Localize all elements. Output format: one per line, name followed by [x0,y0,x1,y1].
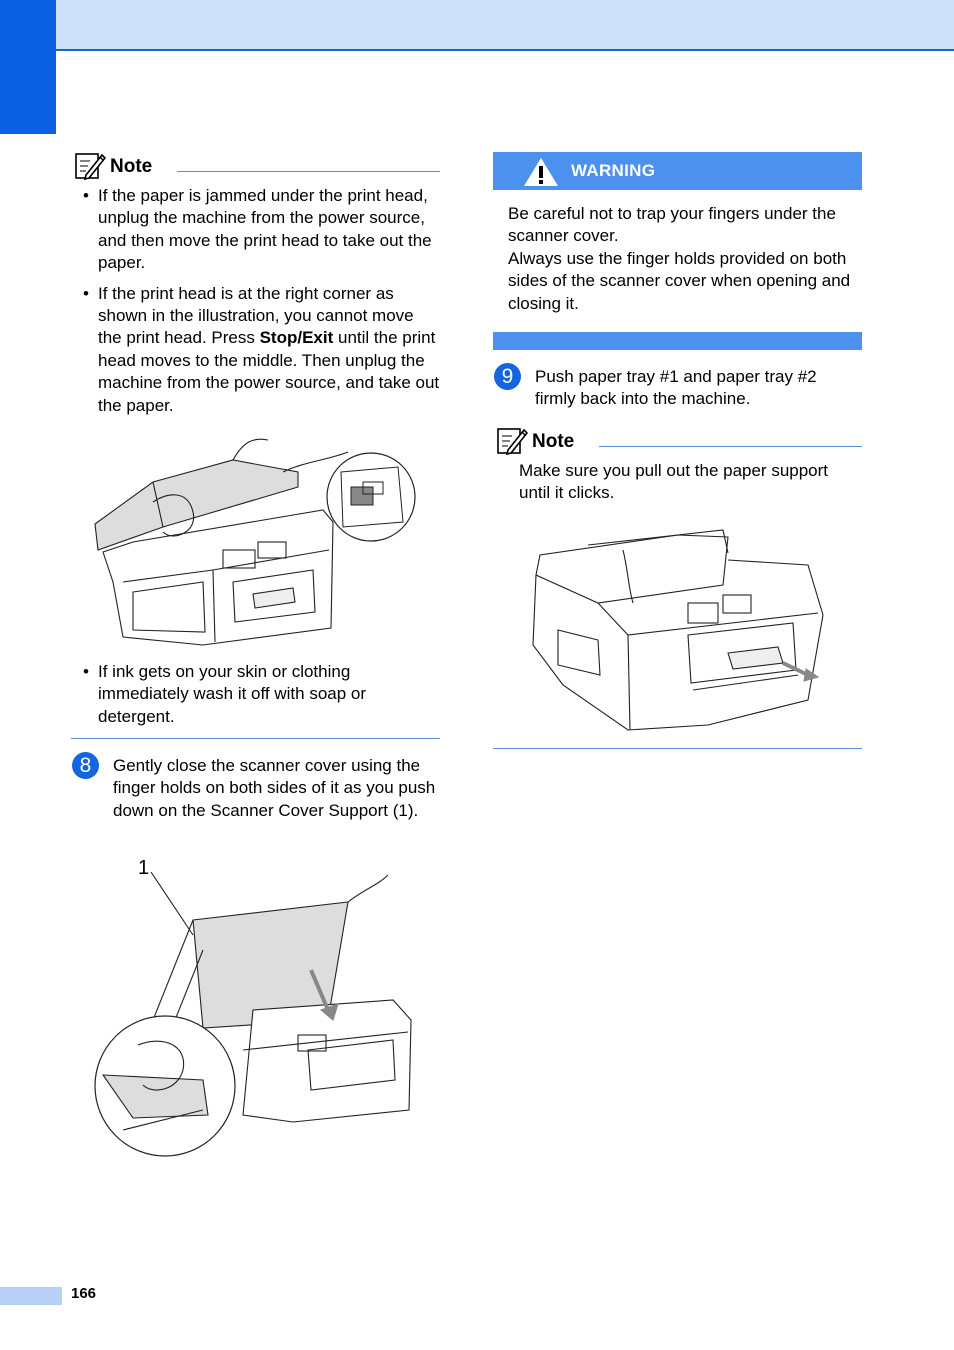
header-band [0,0,954,51]
step-number-9: 9 [494,363,521,390]
note-heading-2: Note [496,426,862,456]
figure-print-head-jam [94,438,416,646]
note1-bullets-top: •If the paper is jammed under the print … [73,185,441,425]
note-label: Note [110,156,153,177]
note-2-text: Make sure you pull out the paper support… [519,461,829,503]
note-pencil-icon [497,428,528,456]
page-number: 166 [71,1285,97,1302]
warning-text-2: Always use the finger holds provided on … [508,249,851,313]
note-label: Note [532,431,575,452]
warning-label: WARNING [571,161,656,180]
step-8-text: Gently close the scanner cover using the… [113,756,436,820]
note-rule [177,171,440,172]
page-number-tab [0,1287,62,1305]
note-pencil-icon [75,153,106,181]
figure-paper-support [532,529,824,731]
bullet-item: •If the paper is jammed under the print … [83,186,432,273]
callout-label: 1 [138,857,150,879]
warning-text-1: Be careful not to trap your fingers unde… [508,204,836,246]
chapter-tab [0,0,56,134]
warning-banner: WARNING [493,152,862,190]
figure-close-scanner-cover [94,871,412,1157]
note-rule [599,446,862,447]
section-end-rule [493,748,862,749]
bullet-item: •If ink gets on your skin or clothing im… [83,662,367,726]
warning-triangle-icon [524,158,558,186]
warning-end-bar [493,332,862,350]
bullet-item: •If the print head is at the right corne… [83,283,440,415]
note-heading-1: Note [74,151,440,181]
note-end-rule [71,738,440,739]
step-9-text: Push paper tray #1 and paper tray #2 fir… [535,367,817,409]
step-number-8: 8 [72,752,99,779]
note1-bullets-bottom: •If ink gets on your skin or clothing im… [73,661,441,736]
